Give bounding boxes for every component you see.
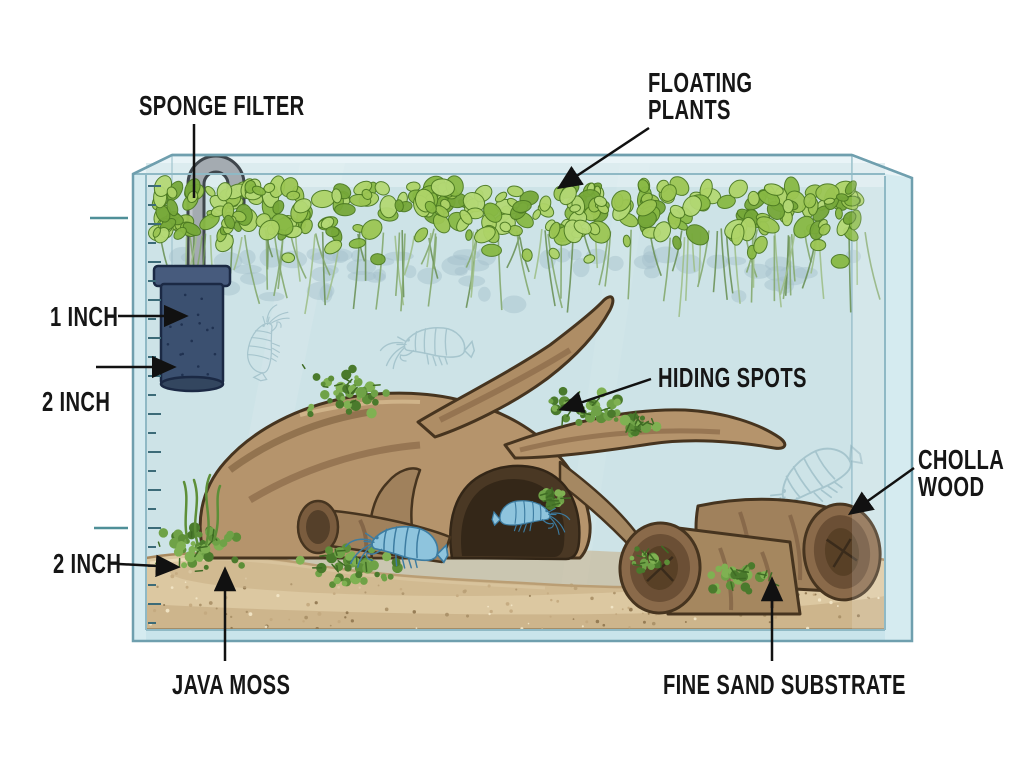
- cholla-wood-arrow: [847, 466, 915, 516]
- tank-frame: [131, 153, 914, 643]
- floating-plants-arrow: [556, 126, 650, 190]
- annotation-arrows: [96, 124, 915, 661]
- java-moss-label: JAVA MOSS: [172, 669, 291, 700]
- grass-strands: [182, 473, 222, 547]
- floating-plants-line2: PLANTS: [648, 94, 731, 125]
- sponge-filter: [152, 264, 232, 393]
- two-inch-upper-label: 2 INCH: [42, 386, 111, 417]
- cholla-wood-line2: WOOD: [918, 471, 985, 502]
- depth-marks: [90, 216, 128, 530]
- cholla-wood-line1: CHOLLA: [918, 444, 1005, 475]
- floating-plants-line1: FLOATING: [648, 67, 753, 98]
- fine-sand-substrate-label: FINE SAND SUBSTRATE: [663, 669, 906, 700]
- hiding-spots-label: HIDING SPOTS: [658, 362, 807, 393]
- floating-plants: [148, 175, 865, 269]
- two-inch-lower-label: 2 INCH: [53, 548, 122, 579]
- one-inch-label: 1 INCH: [50, 301, 119, 332]
- two-inch-lower-arrow: [118, 554, 181, 578]
- floating-plants-label: FLOATING PLANTS: [648, 67, 753, 125]
- cholla-wood-label: CHOLLA WOOD: [918, 444, 1005, 502]
- java-moss-clumps: [155, 363, 780, 595]
- sponge-filter-label: SPONGE FILTER: [139, 90, 305, 121]
- hiding-spots-arrow: [558, 377, 652, 413]
